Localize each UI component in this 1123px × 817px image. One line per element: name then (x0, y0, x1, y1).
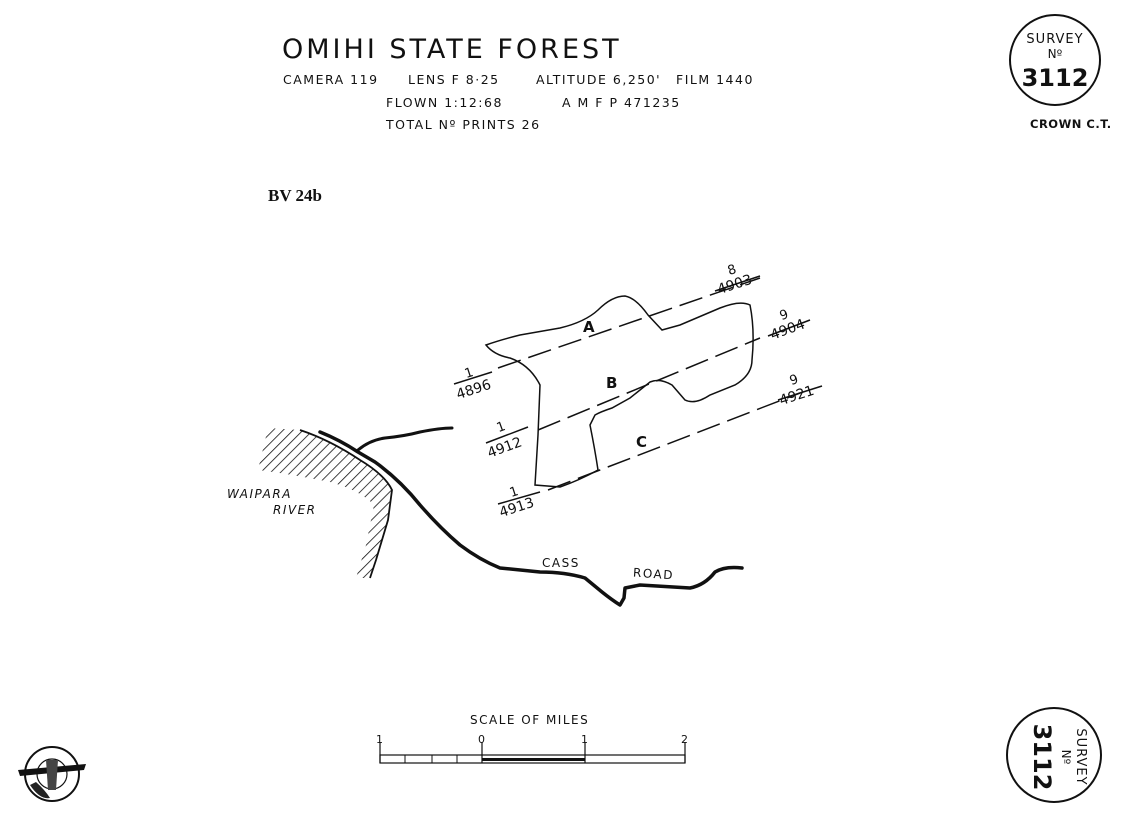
forest-boundary (484, 295, 754, 488)
survey-stamp-top: SURVEY Nº 3112 (1009, 14, 1101, 106)
river-bank-line (299, 429, 393, 579)
cass-road (318, 430, 744, 607)
stamp-no-label: Nº (1047, 47, 1063, 61)
stamp-number: 3112 (1021, 64, 1089, 92)
map-title: OMIHI STATE FOREST (282, 34, 622, 65)
stamp-survey-label: SURVEY (1026, 32, 1084, 47)
run-c-letter: C (636, 433, 648, 451)
scale-tick-0: 0 (478, 733, 485, 746)
river-label-1: WAIPARA (227, 487, 292, 501)
altitude-info: ALTITUDE 6,250' (536, 72, 662, 87)
scale-tick-1-right: 1 (581, 733, 588, 746)
camera-info: CAMERA 119 (283, 72, 379, 87)
scale-tick-2: 2 (681, 733, 688, 746)
run-a-letter: A (583, 318, 595, 336)
flown-info: FLOWN 1:12:68 (386, 95, 503, 110)
river-label-2: RIVER (273, 503, 317, 517)
end-c-rule (777, 385, 823, 401)
end-a-rule (714, 275, 761, 292)
run-b-line (537, 337, 761, 431)
scale-bar (379, 742, 686, 764)
start-c-rule (497, 491, 541, 505)
road-label-2: ROAD (632, 565, 675, 583)
total-prints-info: TOTAL Nº PRINTS 26 (386, 117, 541, 132)
film-info: FILM 1440 (676, 72, 754, 87)
nz-aerial-mapping-logo (18, 746, 86, 802)
run-c-line (547, 392, 801, 491)
road-label-1: CASS (542, 556, 580, 570)
run-a-line (497, 277, 761, 369)
scale-tick-1-left: 1 (376, 733, 383, 746)
survey-stamp-bottom: SURVEY Nº 3112 (1006, 707, 1102, 803)
start-b-rule (485, 426, 529, 444)
waipara-river (258, 428, 392, 578)
end-b-rule (767, 319, 811, 337)
run-b-letter: B (606, 374, 618, 392)
sheet-reference: BV 24b (268, 186, 323, 205)
road-branch (356, 426, 454, 452)
stamp-bottom-no-label: Nº (1059, 749, 1073, 765)
stamp-bottom-number: 3112 (1028, 723, 1056, 791)
amfp-info: A M F P 471235 (562, 95, 681, 110)
scale-title: SCALE OF MILES (470, 713, 590, 727)
lens-info: LENS F 8·25 (408, 72, 500, 87)
crown-label: CROWN C.T. (1030, 117, 1112, 131)
start-a-rule (453, 371, 493, 385)
stamp-bottom-survey-label: SURVEY (1073, 728, 1088, 786)
